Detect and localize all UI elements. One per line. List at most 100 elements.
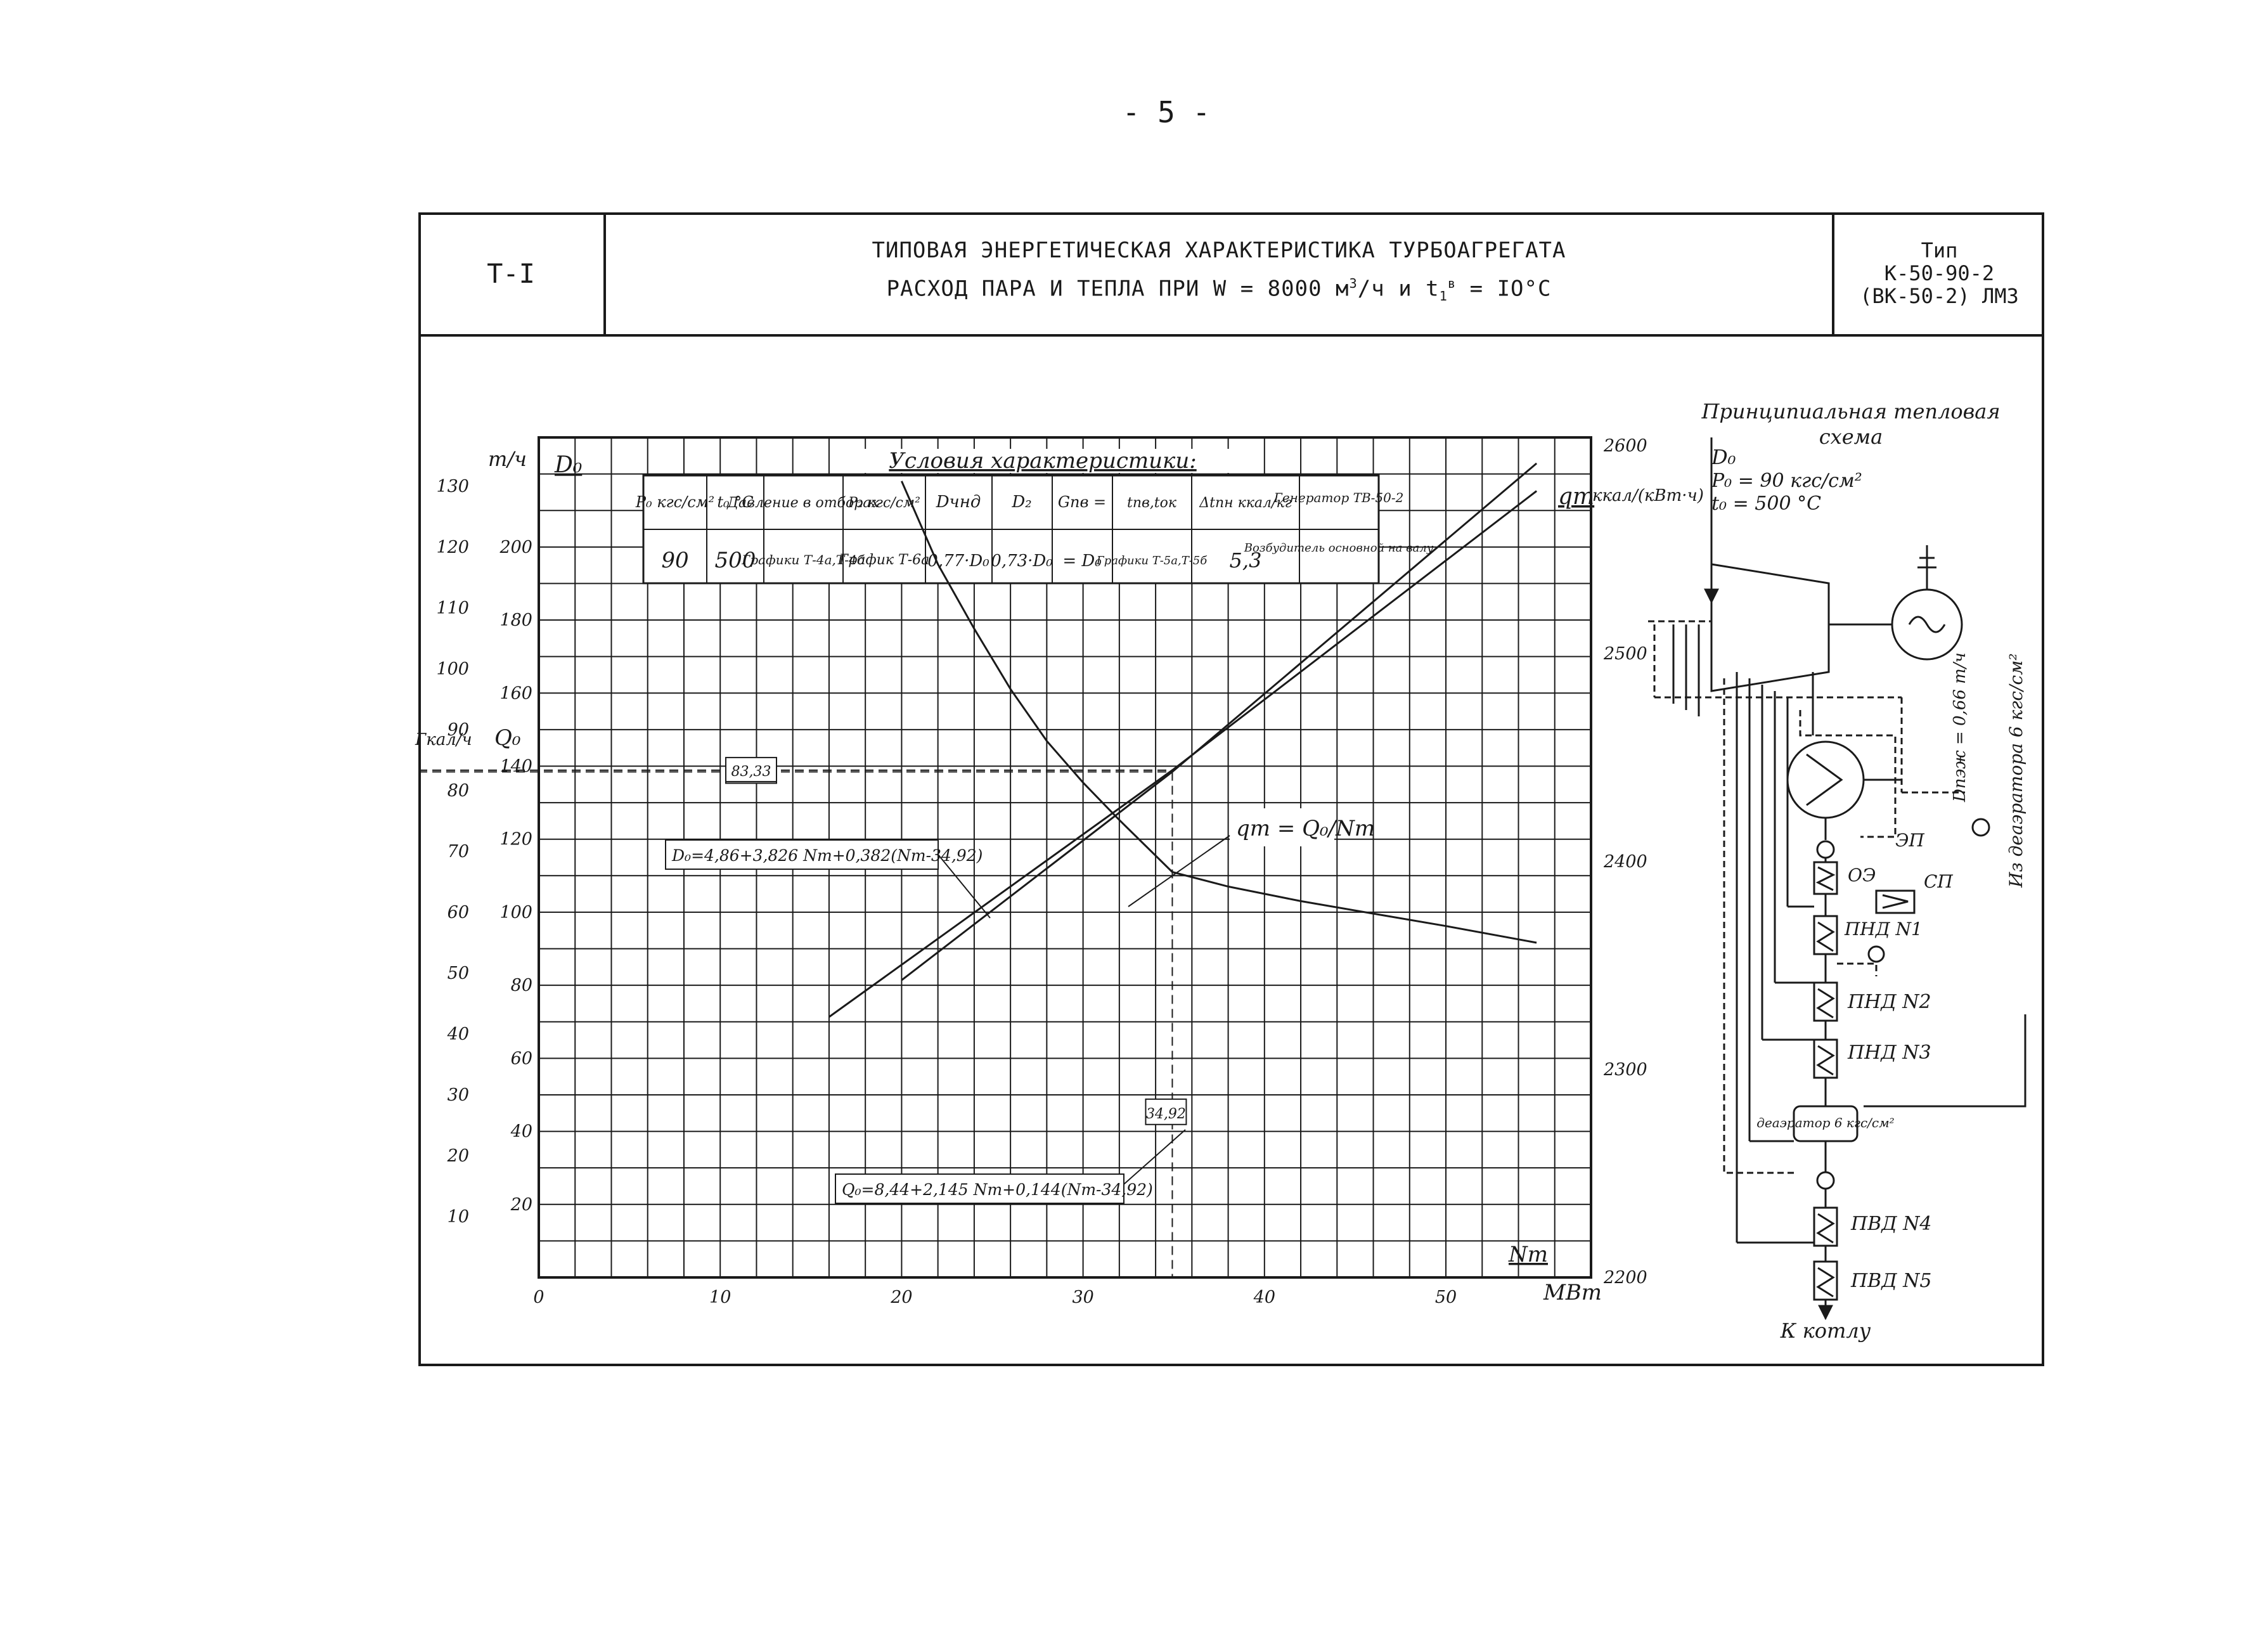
plot-border xyxy=(538,436,1592,1279)
tick-label-x: 30 xyxy=(1072,1288,1093,1307)
schema-label-p0: P₀ = 90 кгс/см² xyxy=(1711,470,1862,492)
annot-label-x: 34,92 xyxy=(1146,1106,1186,1122)
cond-h-p0: P₀ кгс/см² xyxy=(635,493,714,511)
sheet-code: Т-I xyxy=(418,212,606,337)
cond-v-p2: График Т-6а xyxy=(839,552,930,568)
cond-h-exciter: Возбудитель основной на валу xyxy=(1244,541,1434,555)
cond-v-gpv: = D₀ xyxy=(1062,552,1102,571)
cond-v-extractions: Графики Т-4а,Т-4б xyxy=(741,552,865,567)
tick-label-x: 0 xyxy=(533,1288,544,1307)
type-line-1: Тип xyxy=(1921,238,1958,262)
title-sup-3: 3 xyxy=(1349,275,1358,291)
feed-pump-icon xyxy=(1816,1171,1835,1190)
schema-label-pnd2: ПНД N2 xyxy=(1847,991,1931,1013)
pnd3-icon xyxy=(1813,1038,1838,1079)
schema-label-pnd3: ПНД N3 xyxy=(1847,1042,1931,1064)
schema-label-boiler: К котлу xyxy=(1780,1319,1871,1343)
tick-label-q: 30 xyxy=(448,1085,469,1105)
tick-label-q: 10 xyxy=(448,1207,469,1227)
tick-label-q: 60 xyxy=(448,903,469,922)
tick-label-q: 120 xyxy=(436,538,469,557)
cond-v-p0: 90 xyxy=(661,548,688,573)
thermal-schematic: Принципиальная тепловая схема D₀ P₀ = 90… xyxy=(1648,399,2026,1343)
page-number: - 5 - xyxy=(1122,95,1211,129)
title-line-1: ТИПОВАЯ ЭНЕРГЕТИЧЕСКАЯ ХАРАКТЕРИСТИКА ТУ… xyxy=(872,237,1566,263)
conditions-table: P₀ кгс/см² t₀ °C Давление в отборах P₂ к… xyxy=(635,474,1434,585)
cond-h-d2: D₂ xyxy=(1011,493,1031,512)
tick-label-q: 90 xyxy=(448,720,469,740)
tick-label-q: 130 xyxy=(436,477,469,496)
cond-h-gpv: Gпв = xyxy=(1058,493,1106,511)
cond-h-dchnd: Dчнд xyxy=(936,493,981,512)
type-line-3: (ВК-50-2) ЛМЗ xyxy=(1860,284,2019,308)
title-sub-1: 1 xyxy=(1439,288,1448,304)
axis-units-q: Гкал/ч xyxy=(415,730,472,749)
series-line-qt xyxy=(901,481,1537,944)
tick-label-qt: 2600 xyxy=(1603,436,1647,456)
pnd1-icon xyxy=(1813,915,1838,955)
type-line-2: К-50-90-2 xyxy=(1884,261,1995,285)
tick-label-x: 40 xyxy=(1253,1288,1275,1307)
axis-label-q0: Q₀ xyxy=(494,725,521,751)
eq-qt: qт = Q₀/Nт xyxy=(1236,816,1375,841)
pnd2-icon xyxy=(1813,981,1838,1022)
axis-units-x: МВт xyxy=(1543,1280,1602,1305)
title-line-2-suffix: = IO°C xyxy=(1456,276,1552,302)
cond-h-tpv: tпв,tок xyxy=(1127,495,1177,511)
cond-h-t0: t₀ °C xyxy=(717,493,753,511)
conditions-title: Условия характеристики: xyxy=(889,448,1196,474)
tick-label-d: 160 xyxy=(499,683,532,703)
schema-label-ep: ЭП xyxy=(1895,830,1924,851)
drawing-frame xyxy=(418,212,2044,1366)
eq-q0: Q₀=8,44+2,145 Nт+0,144(Nт-34,92) xyxy=(842,1180,1153,1199)
sheet-title: ТИПОВАЯ ЭНЕРГЕТИЧЕСКАЯ ХАРАКТЕРИСТИКА ТУ… xyxy=(606,212,1832,337)
pvd5-icon xyxy=(1813,1260,1838,1301)
schema-label-pvd5: ПВД N5 xyxy=(1850,1270,1931,1292)
turbine-icon xyxy=(1710,563,1830,692)
schema-label-deaerator-feed: Из деаэратора 6 кгс/см² xyxy=(2006,653,2026,888)
schema-title-2: схема xyxy=(1819,425,1883,449)
tick-label-d: 120 xyxy=(499,830,532,850)
cond-v-t0: 500 xyxy=(715,548,756,573)
tick-label-d: 180 xyxy=(499,611,532,630)
tick-label-qt: 2200 xyxy=(1603,1268,1647,1288)
tick-label-d: 100 xyxy=(499,903,532,922)
annot-label-q: 83,33 xyxy=(731,764,771,780)
tick-label-x: 20 xyxy=(890,1288,912,1307)
tick-label-d: 40 xyxy=(510,1122,532,1142)
drain-pump-icon xyxy=(1867,945,1885,963)
schema-label-pvd4: ПВД N4 xyxy=(1850,1213,1931,1235)
condenser-icon xyxy=(1786,740,1865,819)
tick-label-d: 80 xyxy=(511,976,532,995)
title-sup-b: в xyxy=(1447,275,1457,291)
axis-units-right: ккал/(кВт·ч) xyxy=(1592,486,1704,505)
title-line-2-prefix: РАСХОД ПАРА И ТЕПЛА ПРИ W = 8000 м xyxy=(886,276,1350,302)
tick-label-d: 60 xyxy=(511,1049,532,1068)
tick-label-qt: 2300 xyxy=(1603,1060,1647,1080)
tick-label-q: 40 xyxy=(447,1024,469,1044)
annot-box-x xyxy=(1145,1098,1187,1125)
axis-label-qt: qт xyxy=(1558,484,1594,510)
gland-cooler-icon xyxy=(1875,889,1916,914)
title-line-2-mid: /ч и t xyxy=(1357,276,1440,302)
annot-box-q xyxy=(725,756,777,782)
tick-label-d: 20 xyxy=(510,1195,532,1215)
schema-label-oe: ОЭ xyxy=(1848,865,1876,886)
title-line-2: РАСХОД ПАРА И ТЕПЛА ПРИ W = 8000 м3/ч и … xyxy=(887,267,1552,313)
schema-label-pnd1: ПНД N1 xyxy=(1844,919,1923,940)
schema-label-dp: Dпэж = 0,66 т/ч xyxy=(1950,652,1969,803)
condensate-pump-icon xyxy=(1816,840,1835,859)
schema-label-deaerator: деаэратор 6 кгс/см² xyxy=(1756,1115,1894,1130)
cond-h-generator: Генератор ТВ-50-2 xyxy=(1273,490,1404,505)
eq-d0: D₀=4,86+3,826 Nт+0,382(Nт-34,92) xyxy=(671,846,983,865)
tick-label-q: 110 xyxy=(436,598,469,618)
cond-v-d2: 0,73·D₀ xyxy=(991,552,1053,571)
tick-label-q: 50 xyxy=(448,964,469,983)
schema-title-1: Принципиальная тепловая xyxy=(1701,399,2000,423)
tick-label-qt: 2400 xyxy=(1603,852,1647,872)
tick-label-x: 50 xyxy=(1435,1288,1457,1307)
axis-label-d0: D₀ xyxy=(554,452,582,478)
tick-label-d: 200 xyxy=(499,538,532,557)
